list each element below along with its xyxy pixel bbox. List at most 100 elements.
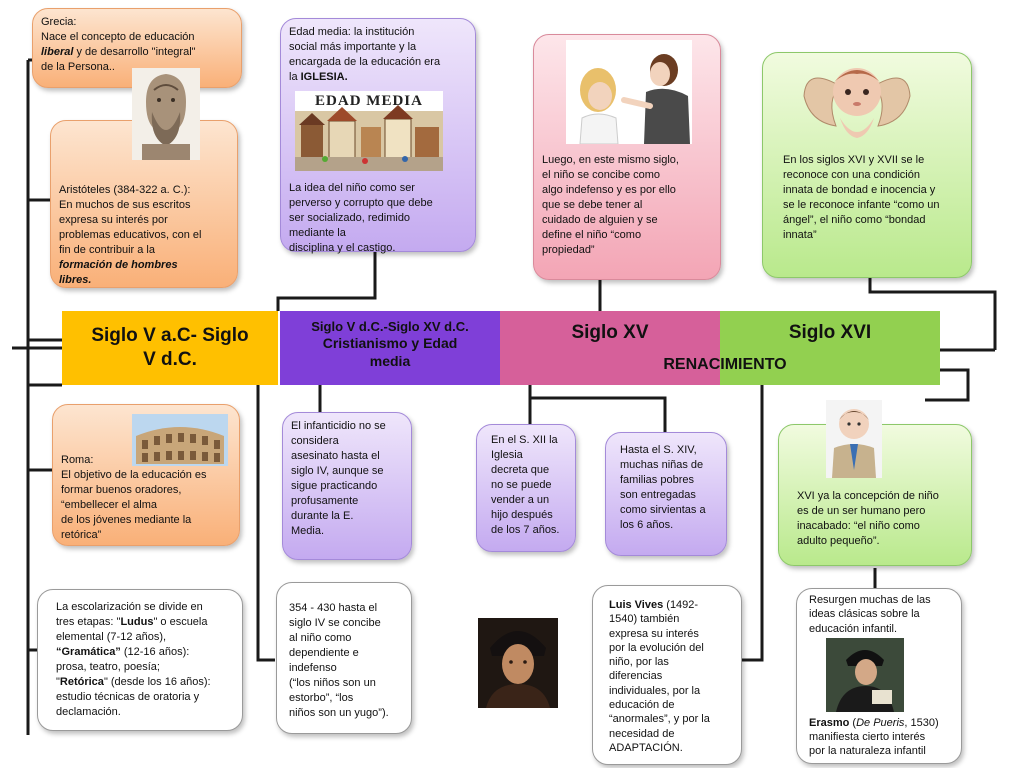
bar-label-siglo-xv: Siglo XV [571,322,649,343]
retorica-word: Retórica [59,675,104,688]
siglos-xvi-xvii-line: En los siglos XVI y XVII se le [783,154,925,166]
renacimiento-label: RENACIMIENTO [663,356,787,373]
escolarizacion-text: tres etapas: " [56,615,121,628]
luego-line: Luego, en este mismo siglo, [542,154,679,166]
anos-354-line: indefenso [289,661,337,674]
xvi-adulto-line: XVI ya la concepción de niño [797,490,939,502]
aristoteles-line: En muchos de sus escritos [59,198,191,211]
escolarizacion-note: La escolarización se divide en tres etap… [37,589,243,731]
edad-media-image: EDAD MEDIA [295,90,443,171]
edad-media-line: ser socializado, redimido [289,211,411,224]
siglos-xvi-xvii-line: ángel”, el niño como “bondad [783,213,926,226]
aristoteles-line: problemas educativos, con el [59,228,202,241]
luego-line: que se debe tener al [542,198,643,211]
escolarizacion-text: (12-16 años): [120,645,190,658]
xvi-adulto-line: inacabado: “el niño como [797,519,920,532]
luego-line: el niño se concibe como [542,168,661,181]
timeline-bar-edad-media: Siglo V d.C.-Siglo XV d.C. Cristianismo … [280,311,500,385]
adult-scolding-child-image [566,40,692,144]
infanticidio-line: sigue practicando [291,479,378,492]
escolarizacion-text: " (desde los 16 años): [103,675,211,688]
grecia-line: Nace el concepto de educación [41,30,195,43]
roma-line: “embellecer el alma [61,498,157,511]
siglo-xii-line: no se puede [491,478,552,491]
edad-media-line: social más importante y la [289,40,417,53]
edad-media-line: La idea del niño como ser [289,181,415,194]
vives-line: expresa su interés [609,627,699,640]
erasmus-portrait-image [826,638,904,712]
siglo-xiv-line: como sirvientas a [620,503,706,516]
anos-354-line: siglo IV se concibe [289,616,381,629]
de-pueris-title: De Pueris [856,716,905,729]
erasmo-line: manifiesta cierto interés [809,731,926,744]
vives-line: individuales, por la [609,684,701,697]
escolarizacion-text: " o escuela [153,615,208,628]
bar-label-line: media [369,352,411,369]
erasmo-line: por la naturaleza infantil [809,745,926,758]
siglo-xii-line: de los 7 años. [491,523,560,536]
infanticidio-line: durante la E. [291,509,354,522]
luego-line: cuidado de alguien y se [542,213,658,226]
xvi-adulto-line: adulto pequeño”. [797,534,880,547]
siglo-xiv-line: familias pobres [620,473,694,486]
cherub-angel-image [796,56,918,146]
infanticidio-line: profusamente [291,494,359,507]
anos-354-line: niños son un yugo”). [289,706,389,719]
siglos-xvi-xvii-line: se le reconoce infante “como un [783,198,940,211]
grecia-line: Grecia: [41,16,77,28]
vives-line: niño, por las [609,656,669,669]
anos-354-line: dependiente e [289,646,359,659]
boy-in-suit-image [826,400,882,478]
grecia-line: de la Persona.. [41,60,115,73]
timeline-bar-siglo-xv: Siglo XV [500,311,720,385]
siglo-xii-note: En el S. XII la Iglesia decreta que no s… [476,424,576,552]
aristoteles-line: expresa su interés por [59,213,168,226]
aristotle-bust-image [132,68,200,160]
vives-line: Luis Vives (1492- [609,598,735,612]
erasmo-text: , 1530) [904,716,939,729]
siglo-xiv-line: los 6 años. [620,518,674,531]
luego-line: algo indefenso y es por ello [542,183,676,196]
anos-354-line: 354 - 430 hasta el [289,602,378,614]
anos-354-line: al niño como [289,631,352,644]
timeline-bar-siglo-xvi: Siglo XVI [720,311,940,385]
anos-354-line: estorbo”, “los [289,691,354,704]
siglo-xii-line: hijo después [491,508,553,521]
edad-media-line: disciplina y el castigo. [289,241,396,254]
roma-line: El objetivo de la educación es [61,468,207,481]
aristoteles-line: fin de contribuir a la [59,243,155,256]
vives-line: por la evolución del [609,641,704,654]
escolarizacion-line: declamación. [56,705,121,718]
infanticidio-line: siglo IV, aunque se [291,464,384,477]
escolarizacion-line: La escolarización se divide en [56,601,203,613]
edad-media-line: perverso y corrupto que debe [289,196,433,209]
siglos-xvi-xvii-line: innata de bondad e inocencia y [783,183,936,196]
luis-vives-portrait-image [478,618,558,708]
bar-label-line: Siglo V d.C.-Siglo XV d.C. [311,319,469,334]
roma-line: formar buenos oradores, [61,483,182,496]
aristoteles-line: Aristóteles (384-322 a. C.): [59,184,191,196]
vives-line: “anormales”, y por la [609,713,710,726]
ludus-word: Ludus [120,615,154,628]
escolarizacion-text: " [56,675,60,688]
luis-vives-note: Luis Vives (1492- 1540) también expresa … [592,585,742,765]
roma-line: de los jóvenes mediante la [61,513,192,526]
vives-text: (1492- [663,599,699,611]
vives-line: diferencias [609,670,663,683]
edad-media-line: mediante la [289,226,346,239]
siglo-xii-line: En el S. XII la [491,434,558,446]
bar-label-line: V d.C. [143,349,197,370]
erasmo-line: Erasmo (De Pueris, 1530) [809,716,955,730]
xvi-adulto-line: es de un ser humano pero [797,504,926,517]
vives-line: ADAPTACIÓN. [609,741,683,754]
siglo-xiv-line: son entregadas [620,488,696,501]
erasmo-line: Resurgen muchas de las [809,594,931,606]
edad-media-line: Edad media: la institución [289,26,415,38]
gramatica-word: “Gramática” [56,645,121,658]
bar-label-siglo-xvi: Siglo XVI [788,322,872,343]
infanticidio-line: considera [291,434,339,447]
escolarizacion-line: estudio técnicas de oratoria y [56,690,200,703]
infanticidio-line: asesinato hasta el [291,449,380,462]
vives-line: 1540) también [609,613,680,626]
erasmo-text: ( [849,716,857,729]
